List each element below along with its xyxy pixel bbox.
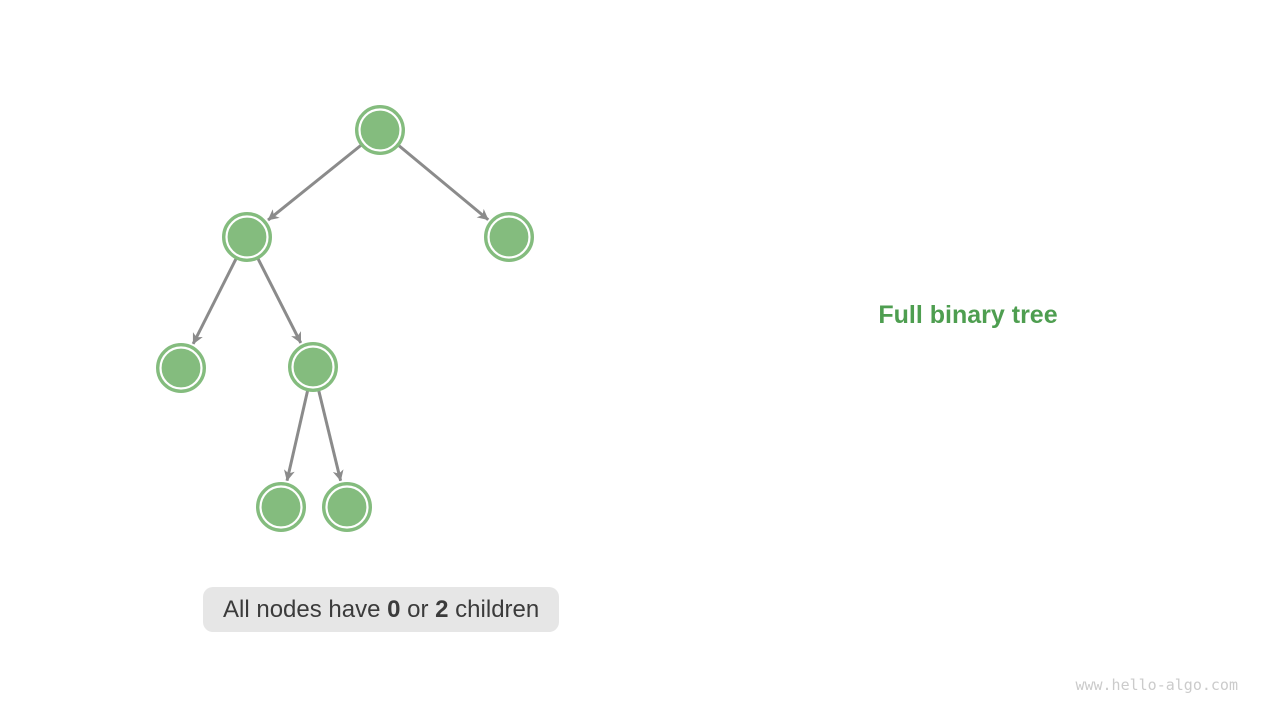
tree-edges	[191, 128, 490, 482]
caption-bold-zero: 0	[387, 595, 401, 623]
tree-nodes	[156, 105, 534, 532]
diagram-title: Full binary tree	[878, 301, 1058, 329]
tree-node-level1-right	[484, 212, 534, 262]
caption-bold-two: 2	[435, 595, 449, 623]
caption-box: All nodes have 0 or 2 children	[203, 587, 560, 632]
caption-text: All nodes have	[223, 595, 388, 623]
tree-node-level3-right	[322, 482, 372, 532]
caption-text: or	[400, 595, 436, 623]
tree-node-level1-left	[222, 212, 272, 262]
tree-node-level2-mid	[288, 342, 338, 392]
tree-node-level3-left	[256, 482, 306, 532]
watermark: www.hello-algo.com	[1075, 676, 1238, 694]
caption-text: children	[448, 595, 540, 623]
tree-node-level2-left	[156, 343, 206, 393]
tree-node-root	[355, 105, 405, 155]
